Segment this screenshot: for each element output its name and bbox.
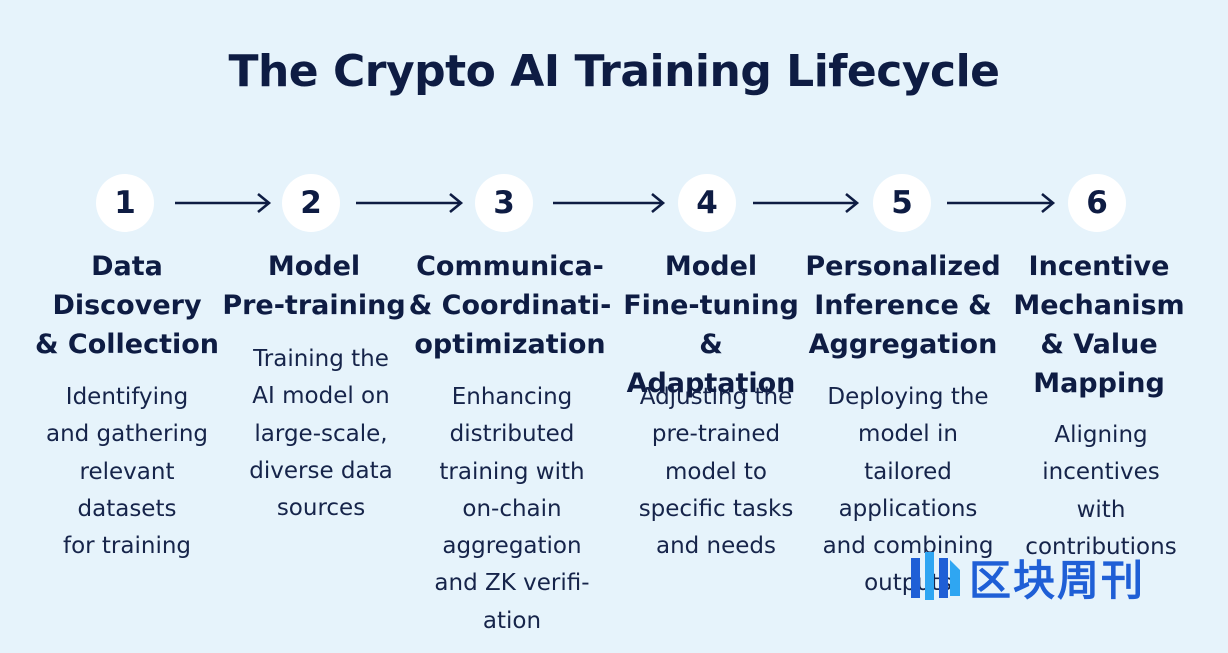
stage-4-description: Adjusting the pre-trained model to speci… [638,384,794,560]
stage-1-title: Data Discovery & Collection [34,251,220,360]
arrow-4-to-5 [753,192,860,214]
stage-2-title: Model Pre-training [222,251,406,321]
step-3-circle: 3 [475,174,533,232]
step-4-circle: 4 [678,174,736,232]
step-5-circle: 5 [873,174,931,232]
arrow-3-to-4 [553,192,666,214]
stage-6-description: Aligning incentives with contributions [1025,422,1177,560]
step-6-circle: 6 [1068,174,1126,232]
diagram-title: The Crypto AI Training Lifecycle [228,46,1000,97]
stage-3-title: Communica- & Coordinati- optimization [408,251,612,360]
step-2-circle: 2 [282,174,340,232]
stage-1-description: Identifying and gathering relevant datas… [45,384,209,560]
stage-2-description: Training the AI model on large-scale, di… [249,346,393,522]
arrow-1-to-2 [175,192,272,214]
stage-5-title: Personalized Inference & Aggregation [805,251,1001,360]
watermark: 区块周刊 [905,548,1205,606]
arrow-5-to-6 [947,192,1056,214]
stage-4-title: Model Fine-tuning & Adaptation [623,251,799,399]
stage-5-description: Deploying the model in tailored applicat… [822,384,994,597]
arrow-2-to-3 [356,192,464,214]
stage-6-title: Incentive Mechanism & Value Mapping [1013,251,1185,399]
watermark-text: 区块周刊 [969,555,1146,605]
blocks-weekly-logo-icon [911,552,960,600]
stage-3-description: Enhancing distributed training with on-c… [434,384,590,634]
step-1-circle: 1 [96,174,154,232]
